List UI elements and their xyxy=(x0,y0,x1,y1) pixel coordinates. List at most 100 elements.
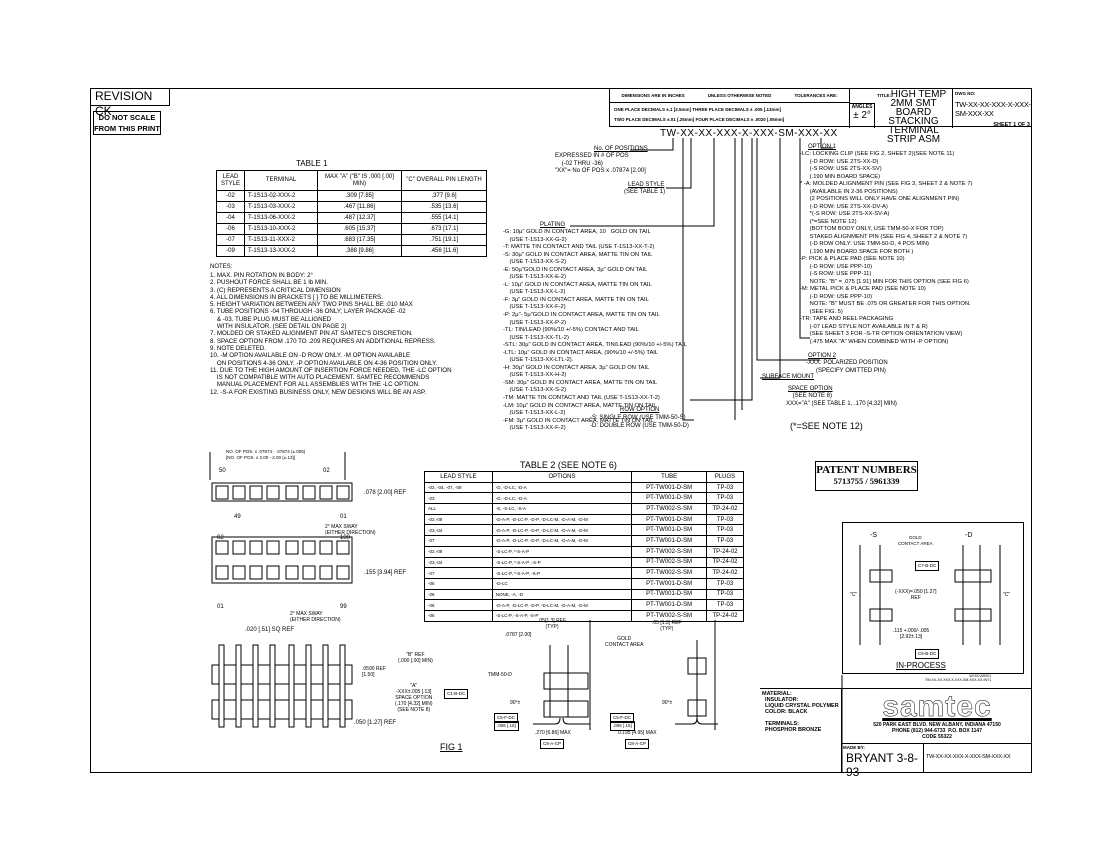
in-process-tol: .115 +.000/-.005 [2.92±.13] xyxy=(893,628,930,640)
cell: T-1S13-02-XXX-2 xyxy=(244,190,318,202)
cell: -02,-09 xyxy=(424,545,493,558)
pin-label-01-double: 01 xyxy=(217,604,224,610)
cell: PT-TW001-D-SM xyxy=(631,524,708,537)
table-row: -03,-04-D-A-P, -D-LC-P, -D-P, -D-LC-M, -… xyxy=(424,524,744,537)
cell: NONE, -A, -D xyxy=(491,588,633,601)
cell: TP-24-02 xyxy=(706,556,744,569)
single-row-ref: .078 [2.00] REF xyxy=(364,490,407,496)
positions-text: EXPRESSED IN # OF POS (-02 THRU -36) "XX… xyxy=(555,153,646,175)
cell: -S-LC-P, -S-A-P, -S-P xyxy=(491,609,633,622)
table-row: -07-D-A-P, -D-LC-P, -D-P, -D-LC-M, -D-A-… xyxy=(424,535,744,547)
angle-right: 90°± xyxy=(662,700,673,706)
cell: TP-24-02 xyxy=(706,609,744,622)
see-note-12: (*=SEE NOTE 12) xyxy=(790,421,863,431)
row-option-heading: ROW OPTION xyxy=(620,407,660,413)
company-block: samtec 520 PARK EAST BLVD. NEW ALBANY, I… xyxy=(842,688,1032,743)
cell: TP-03 xyxy=(706,535,744,547)
sheet-number: SHEET 1 OF 3 xyxy=(993,122,1030,128)
do-not-scale-line2: FROM THIS PRINT xyxy=(94,124,160,133)
tmm-label: TMM-50-D xyxy=(488,672,512,678)
option1-text: -LC: LOCKING CLIP (SEE FIG 2, SHEET 2)(S… xyxy=(800,151,973,345)
datum-left-1: C5-F-DC xyxy=(494,713,518,723)
typ-ref-left: .05[1.3] REF (TYP) xyxy=(538,618,567,630)
cell: -02,-09 xyxy=(424,513,493,526)
cell: -S-LC-P, *-S-A-P xyxy=(491,545,633,558)
in-process-label: IN-PROCESS xyxy=(896,661,946,670)
cell: TP-24-02 xyxy=(706,567,744,579)
cell: -06 xyxy=(424,577,493,590)
drawing-number-block: DWG NO: TW-XX-XX-XXX-X-XXX-SM-XXX-XX SHE… xyxy=(953,89,1033,128)
a-dim: "A" -XXX±.005 [.13] SPACE OPTION (.170 [… xyxy=(395,683,433,713)
datum-left-3: C8-A-CP xyxy=(540,739,565,749)
row-option-text: -S: SINGLE ROW (USE TMM-50-S) -D: DOUBLE… xyxy=(590,415,689,429)
cell: TP-03 xyxy=(706,577,744,590)
cell: PT-TW002-S-SM xyxy=(631,567,708,579)
drawing-frame xyxy=(90,88,1032,773)
samtec-logo: samtec xyxy=(882,690,992,723)
table2-header: LEAD STYLE xyxy=(424,471,493,483)
c-label-right: "C" xyxy=(1003,592,1011,598)
pin-label-02: 02 xyxy=(323,468,330,474)
sq-ref: .020 [.51] SQ REF xyxy=(245,627,295,633)
company-address: 520 PARK EAST BLVD. NEW ALBANY, INDIANA … xyxy=(873,722,1001,740)
in-process-view xyxy=(842,522,1024,674)
cell: -07 xyxy=(424,567,493,579)
do-not-scale-line1: DO NOT SCALE xyxy=(98,113,156,122)
pin-label-49: 49 xyxy=(234,514,241,520)
plating-text: -G: 10µ" GOLD IN CONTACT AREA, 10 GOLD O… xyxy=(503,229,687,432)
cell: T-1S13-10-XXX-2 xyxy=(244,223,318,235)
cell: ALL xyxy=(424,503,493,515)
cell: TP-03 xyxy=(706,481,744,494)
pin-label-50: 50 xyxy=(219,468,226,474)
patent-heading: PATENT NUMBERS xyxy=(816,464,917,476)
space-option-heading: SPACE OPTION xyxy=(788,386,833,392)
dwg-number: TW-XX-XX-XXX-X-XXX-SM-XXX-XX xyxy=(955,100,1031,118)
table1-header: MAX "A" ("B" IS .000 [.00] MIN) xyxy=(317,170,402,191)
table1-caption: TABLE 1 xyxy=(296,159,328,168)
cell: -07 xyxy=(216,234,245,246)
cell: T-1S13-06-XXX-2 xyxy=(244,212,318,224)
b-ref-dim: "B" REF (.000 [.00] MIN) xyxy=(398,652,433,664)
cell: -D-A-P, -D-LC-P, -D-P, -D-LC-M, -D-A-M, … xyxy=(491,535,633,547)
cell: .673 [17.1] xyxy=(401,223,487,235)
cell: .605 [15.37] xyxy=(317,223,402,235)
typ-ref-right: .05 [1.3] REF (TYP) xyxy=(652,620,682,632)
cell: PT-TW001-D-SM xyxy=(631,588,708,601)
tolerance-block: DIMENSIONS ARE IN INCHES UNLESS OTHERWIS… xyxy=(610,89,850,128)
made-by-block: MADE BY: BRYANT 3-8-93 xyxy=(842,743,924,779)
patent-box: PATENT NUMBERS 5713755 / 5961339 xyxy=(815,461,918,491)
cell: -06 xyxy=(424,588,493,601)
cell: PT-TW001-D-SM xyxy=(631,577,708,590)
max-left-dim: .270 [6.86] MAX xyxy=(535,730,571,736)
cell: -D-A-P, -D-LC-P, -D-P, -D-LC-M, -D-A-M, … xyxy=(491,599,633,611)
surface-mount-label: SURFACE MOUNT xyxy=(762,374,815,380)
title-label: TITLE: xyxy=(877,93,891,98)
pin-label-100: 100 xyxy=(340,535,351,541)
option2-heading: OPTION 2 xyxy=(808,353,837,359)
cell: TP-24-02 xyxy=(706,545,744,558)
datum-right-3: C8-A-CP xyxy=(625,739,650,749)
table2-header: TUBE xyxy=(631,471,708,483)
cell: TP-03 xyxy=(706,513,744,526)
table2-header: PLUGS xyxy=(706,471,744,483)
unless-noted: UNLESS OTHERWISE NOTED xyxy=(707,93,772,98)
cell: -06 xyxy=(424,609,493,622)
title-line-2: 2MM SMT BOARD xyxy=(890,98,937,118)
fig1-label: FIG 1 xyxy=(440,742,463,752)
pitch-dim: .0787 [2.00] xyxy=(505,632,532,638)
lead-style-text: (SEE TABLE 1) xyxy=(624,189,666,195)
cell: -D-A-P, -D-LC-P, -D-P, -D-LC-M, -D-A-M, … xyxy=(491,513,633,526)
cell: .309 [7.85] xyxy=(317,190,402,202)
pin-label-99: 99 xyxy=(340,604,347,610)
angles-block: ANGLES ± 2° xyxy=(850,103,875,128)
